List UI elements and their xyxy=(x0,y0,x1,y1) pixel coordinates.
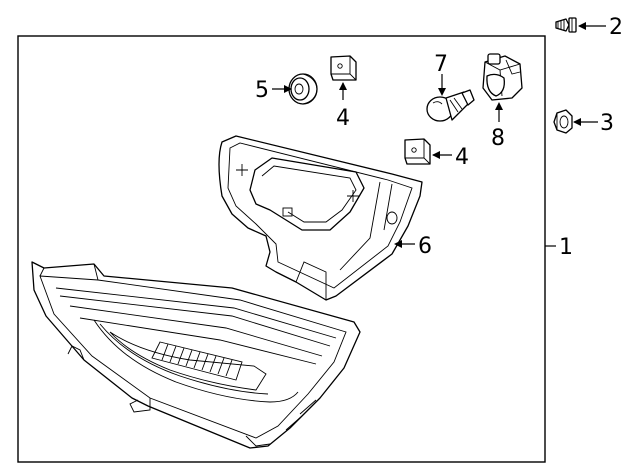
screw-part xyxy=(555,17,577,33)
clip-lower-part xyxy=(404,138,431,165)
arrowhead-4-lower xyxy=(432,151,440,159)
lamp-reflector-hatch xyxy=(151,341,243,381)
bulb-part xyxy=(426,89,475,122)
arrowhead-6 xyxy=(394,240,402,248)
arrowhead-8 xyxy=(495,102,503,110)
socket-part xyxy=(482,53,523,101)
grommet-part xyxy=(288,73,318,105)
callout-2: 2 xyxy=(609,15,623,40)
lamp-assembly-part xyxy=(31,261,361,449)
callout-1: 1 xyxy=(559,235,573,260)
back-cover-part xyxy=(218,135,423,301)
callout-5: 5 xyxy=(255,78,269,103)
callout-3: 3 xyxy=(600,111,614,136)
assembly-frame xyxy=(17,35,546,463)
arrowhead-3 xyxy=(573,118,581,126)
callout-6: 6 xyxy=(418,234,432,259)
arrowhead-2 xyxy=(578,22,586,30)
arrowhead-5 xyxy=(284,85,292,93)
clip-upper-part xyxy=(330,55,357,81)
callout-4-lower: 4 xyxy=(455,145,469,170)
nut-part xyxy=(553,109,573,134)
callout-4-upper: 4 xyxy=(336,106,350,131)
callout-7: 7 xyxy=(434,52,448,77)
callout-8: 8 xyxy=(491,126,505,151)
arrowhead-4-upper xyxy=(339,82,347,90)
arrowhead-7 xyxy=(438,88,446,96)
